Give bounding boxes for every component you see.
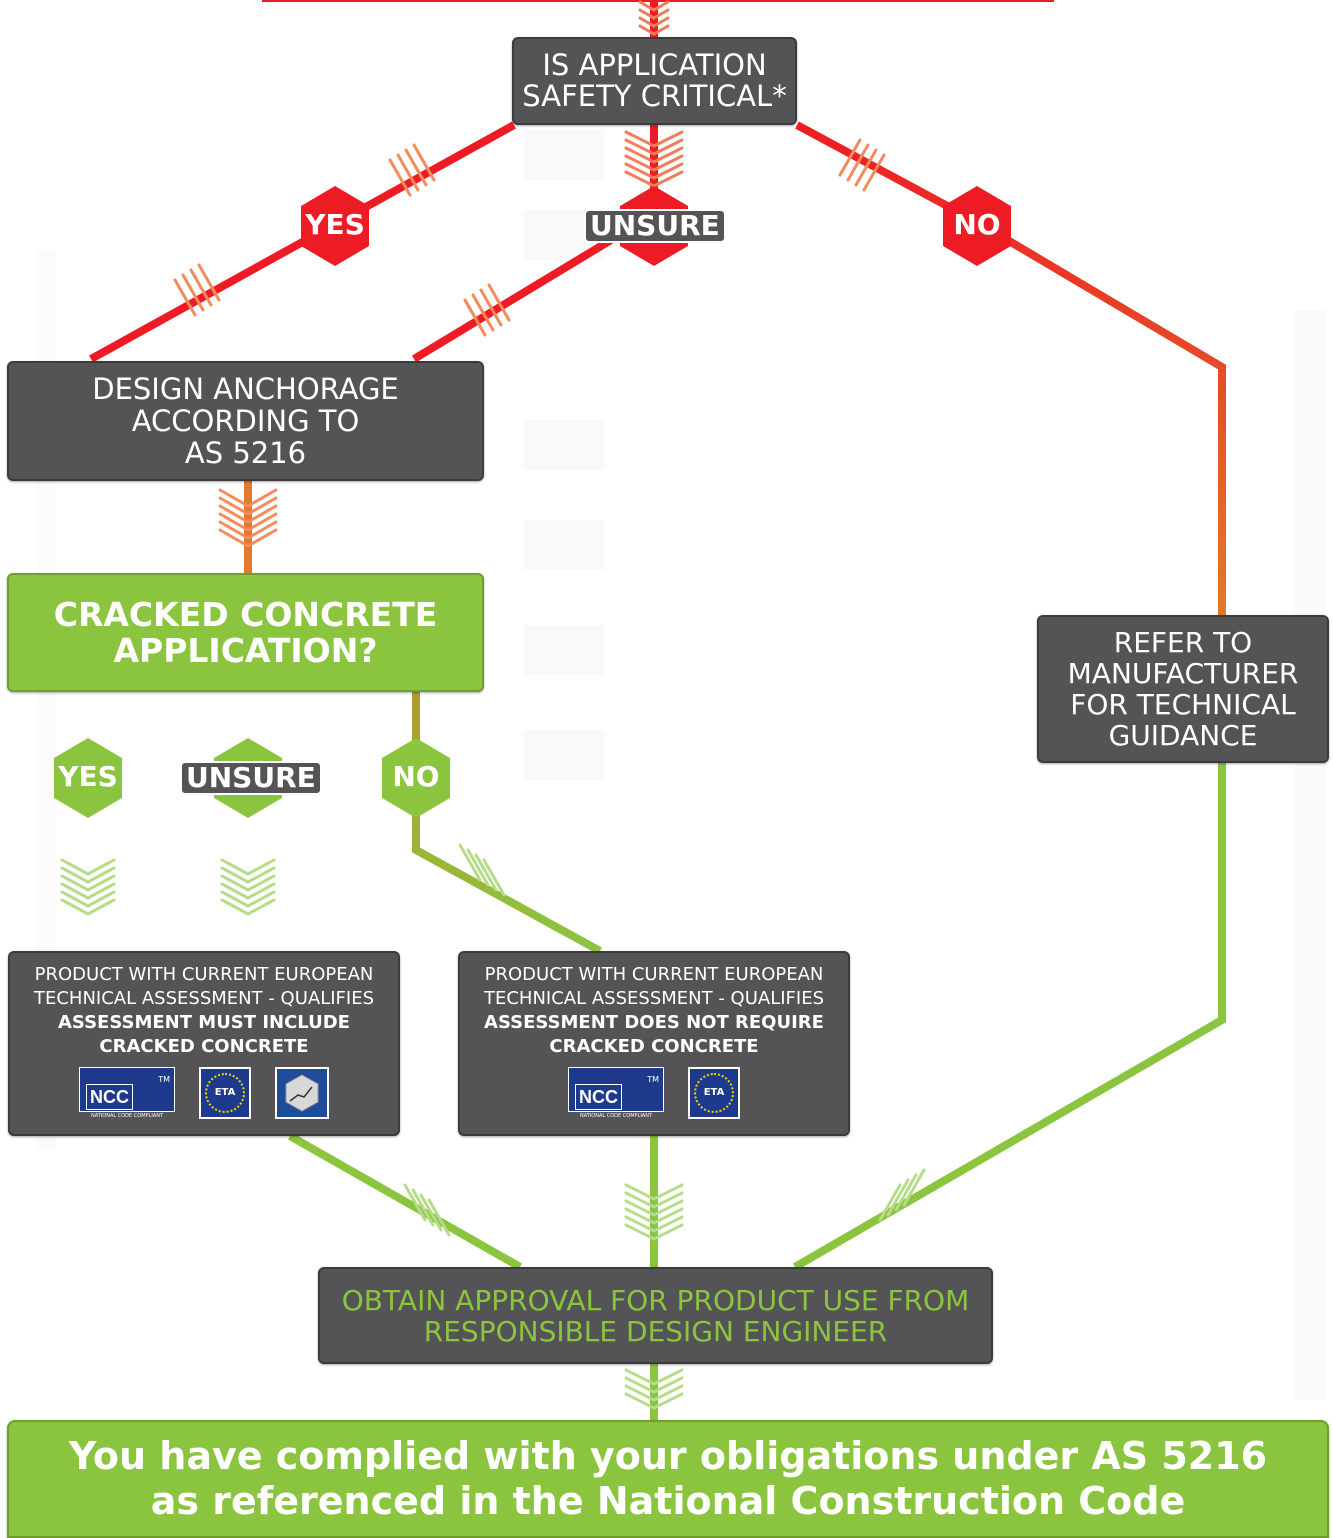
safety-critical-question-box: IS APPLICATION SAFETY CRITICAL* [512, 37, 797, 125]
cracked-yes-label: YES [58, 760, 118, 793]
box-line: APPLICATION? [113, 630, 378, 670]
chevron-down-icon [218, 488, 278, 548]
box-bold-line: ASSESSMENT DOES NOT REQUIRE [484, 1012, 824, 1033]
ncc-subtitle: NATIONAL CODE COMPLIANT [579, 1113, 653, 1119]
safety-no-line [795, 121, 1226, 615]
box-line: TECHNICAL ASSESSMENT - QUALIFIES [483, 988, 825, 1009]
cracked-no-hexagon [382, 738, 450, 818]
product-cracked-box: PRODUCT WITH CURRENT EUROPEAN TECHNICAL … [8, 951, 400, 1136]
final-outcome-box: You have complied with your obligations … [7, 1420, 1329, 1538]
safety-no-label: NO [953, 208, 1001, 241]
chevron-down-icon [60, 858, 116, 916]
box-line: TECHNICAL ASSESSMENT - QUALIFIES [33, 988, 375, 1009]
chevron-down-icon [624, 1368, 684, 1410]
cracked-concrete-icon [275, 1067, 329, 1119]
box-line: as referenced in the National Constructi… [150, 1479, 1186, 1523]
eta-logo: ETA [199, 1067, 251, 1119]
box-line: MANUFACTURER [1067, 657, 1299, 690]
arrow-chevrons [60, 0, 926, 1410]
box-line: AS 5216 [184, 436, 307, 470]
refer-manufacturer-box: REFER TO MANUFACTURER FOR TECHNICAL GUID… [1037, 615, 1329, 763]
chevron-diagonal-icon [403, 843, 926, 1237]
safety-yes-label: YES [305, 208, 365, 241]
box-line: ACCORDING TO [131, 404, 360, 438]
obtain-approval-box: OBTAIN APPROVAL FOR PRODUCT USE FROM RES… [318, 1267, 993, 1364]
eta-word: ETA [703, 1087, 725, 1098]
box-line: PRODUCT WITH CURRENT EUROPEAN [484, 964, 824, 985]
box-line: PRODUCT WITH CURRENT EUROPEAN [34, 964, 374, 985]
ncc-word: NCC [575, 1084, 622, 1110]
chevron-down-icon [624, 1183, 684, 1241]
ncc-word: NCC [86, 1084, 133, 1110]
chevron-down-icon [638, 0, 670, 36]
design-anchorage-box: DESIGN ANCHORAGE ACCORDING TO AS 5216 [7, 361, 484, 481]
cracked-yes-hexagon [54, 738, 122, 818]
eta-stars-ring: ETA [205, 1073, 245, 1113]
product-uncracked-box: PRODUCT WITH CURRENT EUROPEAN TECHNICAL … [458, 951, 850, 1136]
ncc-flag: NCC TM [79, 1067, 175, 1112]
box-line: GUIDANCE [1108, 719, 1258, 752]
cracked-concrete-question-box: CRACKED CONCRETE APPLICATION? [7, 573, 484, 692]
box-line: OBTAIN APPROVAL FOR PRODUCT USE FROM [341, 1283, 970, 1317]
eta-logo: ETA [688, 1067, 740, 1119]
ncc-tm: TM [158, 1075, 170, 1084]
ncc-subtitle: NATIONAL CODE COMPLIANT [90, 1113, 164, 1119]
box-line: FOR TECHNICAL [1070, 688, 1296, 721]
safety-yes-hexagon [301, 186, 369, 266]
box-line: SAFETY CRITICAL* [522, 79, 787, 113]
chevron-down-icon [220, 858, 276, 916]
box-bold-line: CRACKED CONCRETE [549, 1036, 759, 1057]
cracked-no-label: NO [392, 760, 440, 793]
box-line: RESPONSIBLE DESIGN ENGINEER [423, 1314, 888, 1348]
refer-to-obtain-line [792, 763, 1226, 1271]
product1-to-obtain-line [288, 1132, 522, 1271]
ncc-flag: NCC TM [568, 1067, 664, 1112]
chevron-diagonal-icon [173, 138, 886, 337]
ncc-logo: NCC TM NATIONAL CODE COMPLIANT [79, 1067, 175, 1121]
eta-word: ETA [214, 1087, 236, 1098]
box-line: IS APPLICATION [542, 48, 767, 82]
box-bold-line: CRACKED CONCRETE [99, 1036, 309, 1057]
box-bold-line: ASSESSMENT MUST INCLUDE [58, 1012, 350, 1033]
safety-no-hexagon [943, 186, 1011, 266]
safety-unsure-label: UNSURE [584, 209, 726, 243]
box-line: DESIGN ANCHORAGE [92, 372, 399, 406]
cracked-unsure-label: UNSURE [180, 761, 322, 795]
eta-stars-ring: ETA [694, 1073, 734, 1113]
box-line: REFER TO [1113, 626, 1253, 659]
certification-logos: NCC TM NATIONAL CODE COMPLIANT ETA [568, 1067, 740, 1121]
box-line: You have complied with your obligations … [68, 1434, 1268, 1478]
box-line: CRACKED CONCRETE [53, 594, 438, 634]
ncc-logo: NCC TM NATIONAL CODE COMPLIANT [568, 1067, 664, 1121]
certification-logos: NCC TM NATIONAL CODE COMPLIANT ETA [79, 1067, 329, 1121]
ncc-tm: TM [647, 1075, 659, 1084]
